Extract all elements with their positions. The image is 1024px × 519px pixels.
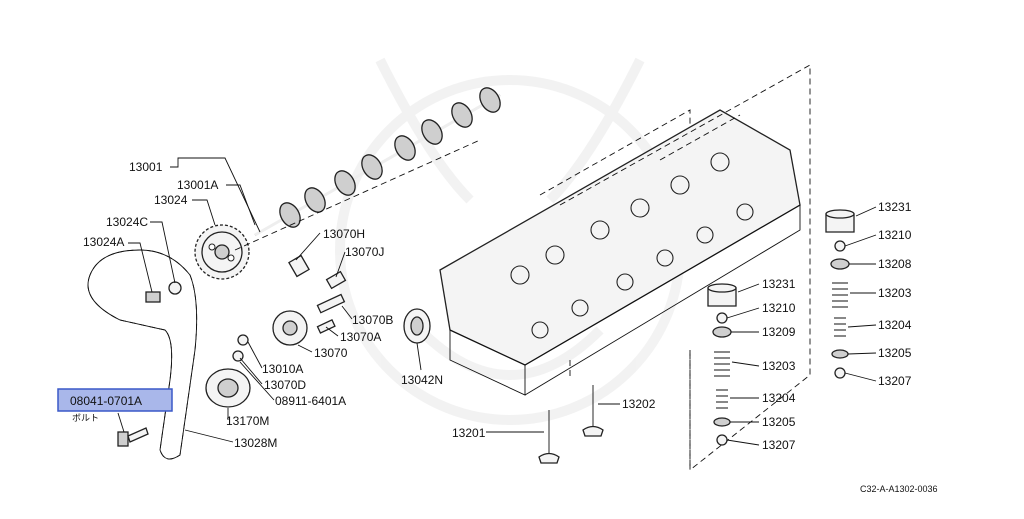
camshaft-sprocket[interactable] — [194, 224, 250, 280]
camshaft[interactable] — [254, 84, 504, 237]
label-c1-13231[interactable]: 13231 — [762, 277, 796, 291]
sprocket-bolt[interactable] — [145, 281, 182, 303]
label-c1-13209[interactable]: 13209 — [762, 325, 796, 339]
valve-train-column-1[interactable] — [707, 283, 737, 446]
label-13070B[interactable]: 13070B — [352, 313, 393, 327]
label-13028M[interactable]: 13028M — [234, 436, 277, 450]
cover-outline — [234, 64, 811, 471]
label-13001A[interactable]: 13001A — [177, 178, 218, 192]
label-13001[interactable]: 13001 — [129, 160, 163, 174]
label-13070D[interactable]: 13070D — [264, 378, 306, 392]
diagram-code: C32-A-A1302-0036 — [860, 484, 938, 494]
label-c1-13204[interactable]: 13204 — [762, 391, 796, 405]
oil-seal[interactable] — [403, 308, 431, 344]
cylinder-head[interactable] — [439, 109, 801, 396]
label-13070H[interactable]: 13070H — [323, 227, 365, 241]
label-13010A[interactable]: 13010A — [262, 362, 303, 376]
label-08911-6401A[interactable]: 08911-6401A — [275, 394, 346, 408]
timing-belt[interactable] — [87, 249, 198, 460]
label-13042N[interactable]: 13042N — [401, 373, 443, 387]
highlighted-part-sublabel: ボルト — [72, 413, 99, 423]
label-c1-13205[interactable]: 13205 — [762, 415, 796, 429]
label-c2-13208[interactable]: 13208 — [878, 257, 912, 271]
label-c2-13205[interactable]: 13205 — [878, 346, 912, 360]
highlighted-bolt-part[interactable] — [117, 427, 149, 447]
label-c1-13210[interactable]: 13210 — [762, 301, 796, 315]
label-c2-13207[interactable]: 13207 — [878, 374, 912, 388]
idler-pulley[interactable] — [205, 368, 251, 408]
label-c1-13203[interactable]: 13203 — [762, 359, 796, 373]
valve-exhaust[interactable] — [582, 385, 604, 437]
highlighted-part-number[interactable]: 08041-0701A — [70, 394, 142, 408]
label-13070J[interactable]: 13070J — [345, 245, 384, 259]
leader-lines — [128, 157, 877, 446]
label-c2-13231[interactable]: 13231 — [878, 200, 912, 214]
label-13024[interactable]: 13024 — [154, 193, 188, 207]
label-13024C[interactable]: 13024C — [106, 215, 148, 229]
label-13201[interactable]: 13201 — [452, 426, 486, 440]
label-c2-13204[interactable]: 13204 — [878, 318, 912, 332]
valve-intake[interactable] — [538, 410, 560, 464]
label-c2-13210[interactable]: 13210 — [878, 228, 912, 242]
label-13170M[interactable]: 13170M — [226, 414, 269, 428]
part-labels: 13001 13001A 13024 13024C 13024A 13070H … — [83, 160, 912, 452]
label-13070A[interactable]: 13070A — [340, 330, 381, 344]
label-13024A[interactable]: 13024A — [83, 235, 124, 249]
label-c1-13207[interactable]: 13207 — [762, 438, 796, 452]
label-13070[interactable]: 13070 — [314, 346, 348, 360]
highlighted-part-callout[interactable]: 08041-0701A ボルト — [57, 388, 173, 433]
tensioner-assembly[interactable] — [232, 254, 347, 362]
label-13202[interactable]: 13202 — [622, 397, 656, 411]
valve-train-column-2[interactable] — [825, 209, 855, 379]
label-c2-13203[interactable]: 13203 — [878, 286, 912, 300]
